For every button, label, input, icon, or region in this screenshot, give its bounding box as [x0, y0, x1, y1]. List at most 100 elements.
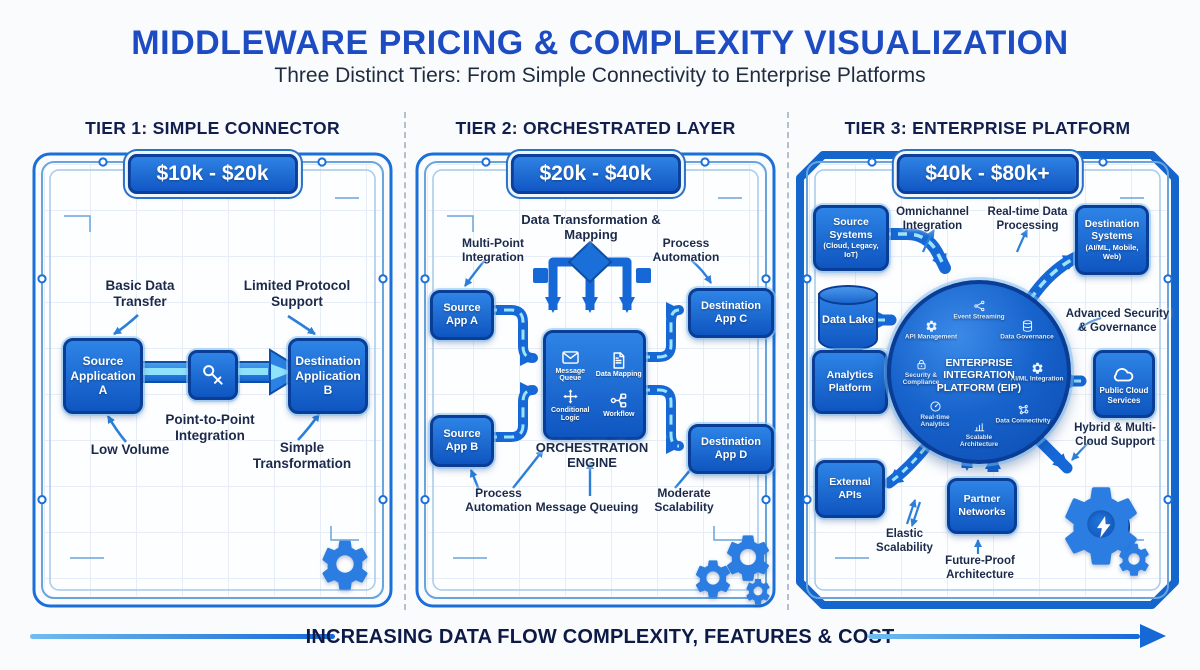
- eip-satellite-security-compliance: Security & Compliance: [893, 358, 949, 386]
- engine-item-label: Data Mapping: [595, 371, 642, 379]
- footer-arrowhead-icon: [1140, 624, 1166, 648]
- gear-icon: [316, 535, 374, 593]
- tier2-label-orchestration-engine: ORCHESTRATION ENGINE: [535, 440, 649, 471]
- eip-satellite-realtime-analytics: Real-time Analytics: [907, 400, 963, 428]
- tier3-label-elastic-scalability: Elastic Scalability: [876, 528, 933, 554]
- tier2-label-message-queuing: Message Queuing: [535, 500, 639, 514]
- tier2-flow-arrows: [464, 240, 713, 496]
- satellite-label: Event Streaming: [953, 313, 1005, 321]
- panel-separator: [787, 112, 789, 610]
- tier3-title: TIER 3: ENTERPRISE PLATFORM: [844, 118, 1131, 138]
- document-icon: [609, 351, 628, 370]
- page-subtitle: Three Distinct Tiers: From Simple Connec…: [274, 64, 926, 87]
- tier3-label-realtime: Real-time Data Processing: [987, 206, 1068, 232]
- tier1-label-simple-transformation: Simple Transformation: [252, 440, 352, 471]
- gear-icon: [743, 576, 773, 606]
- gear-icon: [1055, 478, 1147, 570]
- tier1-source-application-box: Source Application A: [63, 338, 143, 414]
- tier2-price-badge: $20k - $40k: [510, 154, 681, 194]
- tier3-source-systems-box: Source Systems (Cloud, Legacy, IoT): [813, 205, 889, 271]
- eip-satellite-data-governance: Data Governance: [999, 319, 1055, 340]
- tier3-price-badge: $40k - $80k+: [896, 154, 1079, 194]
- cloud-box-label: Public Cloud Services: [1099, 386, 1149, 405]
- tier3-cloud-services-box: Public Cloud Services: [1093, 350, 1155, 418]
- tier3-analytics-platform-box: Analytics Platform: [812, 350, 888, 414]
- engine-item-message-queue: Message Queue: [546, 346, 595, 385]
- satellite-label: API Management: [904, 333, 958, 341]
- enterprise-integration-platform-circle: API Management Event Streaming Data Gove…: [887, 280, 1071, 464]
- panel-separator: [404, 112, 406, 610]
- page-title: MIDDLEWARE PRICING & COMPLEXITY VISUALIZ…: [131, 24, 1069, 62]
- tier1-label-limited-protocol: Limited Protocol Support: [243, 278, 351, 309]
- orchestration-engine-box: Message Queue Data Mapping Conditional L…: [543, 330, 646, 440]
- eip-satellite-aiml-integration: AI/ML Integration: [1009, 361, 1065, 382]
- gear-icon: [1031, 361, 1044, 374]
- cloud-icon: [1112, 362, 1136, 386]
- tier1-price-badge: $10k - $20k: [127, 154, 298, 194]
- gear-icon: [721, 530, 775, 584]
- eip-satellite-api-management: API Management: [903, 319, 959, 340]
- tier2-panel: $20k - $40k Data Transformation & Mappin…: [413, 150, 778, 610]
- tier2-label-process-automation-top: Process Automation: [652, 236, 720, 265]
- tier3-label-omnichannel: Omnichannel Integration: [896, 206, 969, 232]
- box-sub-label: (Cloud, Legacy, IoT): [823, 241, 879, 260]
- engine-item-label: Workflow: [603, 410, 635, 418]
- data-lake-cylinder: Data Lake: [818, 285, 878, 351]
- lightning-gear-mechanism: [1047, 468, 1159, 586]
- tier2-source-app-b-box: Source App B: [430, 415, 494, 467]
- eip-center-label: ENTERPRISE INTEGRATION PLATFORM (EIP): [936, 356, 1022, 394]
- tier1-label-basic-data-transfer: Basic Data Transfer: [105, 278, 175, 309]
- share-icon: [973, 299, 986, 312]
- tier2-title: TIER 2: ORCHESTRATED LAYER: [455, 118, 736, 138]
- tier1-destination-application-box: Destination Application B: [288, 338, 368, 414]
- eip-satellite-data-connectivity: Data Connectivity: [995, 403, 1051, 424]
- tier2-label-multi-point: Multi-Point Integration: [462, 236, 524, 265]
- tier2-destination-app-d-box: Destination App D: [688, 424, 774, 474]
- footer-line-right: [868, 634, 1140, 639]
- engine-item-conditional-logic: Conditional Logic: [546, 385, 595, 424]
- footer-line-left: [30, 634, 335, 639]
- database-icon: [1021, 319, 1034, 332]
- satellite-label: Real-time Analytics: [920, 413, 950, 428]
- cross-arrows-icon: [561, 387, 580, 406]
- cylinder-top: [818, 285, 878, 305]
- tier3-panel: $40k - $80k+ Omnichannel Integration Rea…: [795, 150, 1180, 610]
- box-sub-label: (AI/ML, Mobile, Web): [1085, 242, 1139, 261]
- engine-item-label: Message Queue: [555, 367, 586, 383]
- tier3-external-apis-box: External APIs: [815, 460, 885, 518]
- tier1-circuit-decoration: [30, 150, 395, 610]
- tier2-source-app-a-box: Source App A: [430, 290, 494, 340]
- gauge-icon: [929, 400, 942, 413]
- workflow-icon: [609, 391, 628, 410]
- gear-icon: [925, 319, 938, 332]
- tier3-destination-systems-box: Destination Systems (AI/ML, Mobile, Web): [1075, 205, 1149, 275]
- lightning-bolt-icon: [1091, 514, 1117, 540]
- tier1-label-low-volume: Low Volume: [90, 442, 170, 457]
- tier2-label-moderate-scalability: Moderate Scalability: [654, 486, 714, 515]
- eip-satellite-scalable-architecture: Scalable Architecture: [951, 420, 1007, 448]
- tier3-label-future-proof: Future-Proof Architecture: [945, 555, 1015, 581]
- eip-satellite-event-streaming: Event Streaming: [951, 299, 1007, 320]
- gear-icon: [691, 556, 735, 600]
- box-main-label: Source Systems: [829, 216, 873, 241]
- engine-item-workflow: Workflow: [595, 385, 644, 424]
- molecule-icon: [1017, 403, 1030, 416]
- lock-icon: [915, 358, 928, 371]
- tier3-label-advanced-security: Advanced Security & Governance: [1065, 308, 1170, 334]
- tier1-title: TIER 1: SIMPLE CONNECTOR: [85, 118, 340, 138]
- envelope-icon: [561, 348, 580, 367]
- tier2-label-data-transformation: Data Transformation & Mapping: [521, 212, 661, 243]
- gear-icon: [1115, 540, 1153, 578]
- tier1-label-point-to-point: Point-to-Point Integration: [165, 412, 255, 443]
- tier2-label-process-automation: Process Automation: [465, 486, 532, 515]
- satellite-label: Data Governance: [1000, 333, 1054, 341]
- satellite-label: AI/ML Integration: [1010, 375, 1064, 383]
- engine-item-data-mapping: Data Mapping: [595, 346, 644, 385]
- engine-item-label: Conditional Logic: [551, 407, 590, 422]
- tier2-destination-app-c-box: Destination App C: [688, 288, 774, 338]
- satellite-label: Data Connectivity: [995, 417, 1051, 425]
- box-main-label: Destination Systems: [1084, 218, 1140, 242]
- key-icon: [200, 362, 226, 388]
- point-to-point-key-chip: [188, 350, 238, 400]
- satellite-label: Scalable Architecture: [959, 433, 999, 448]
